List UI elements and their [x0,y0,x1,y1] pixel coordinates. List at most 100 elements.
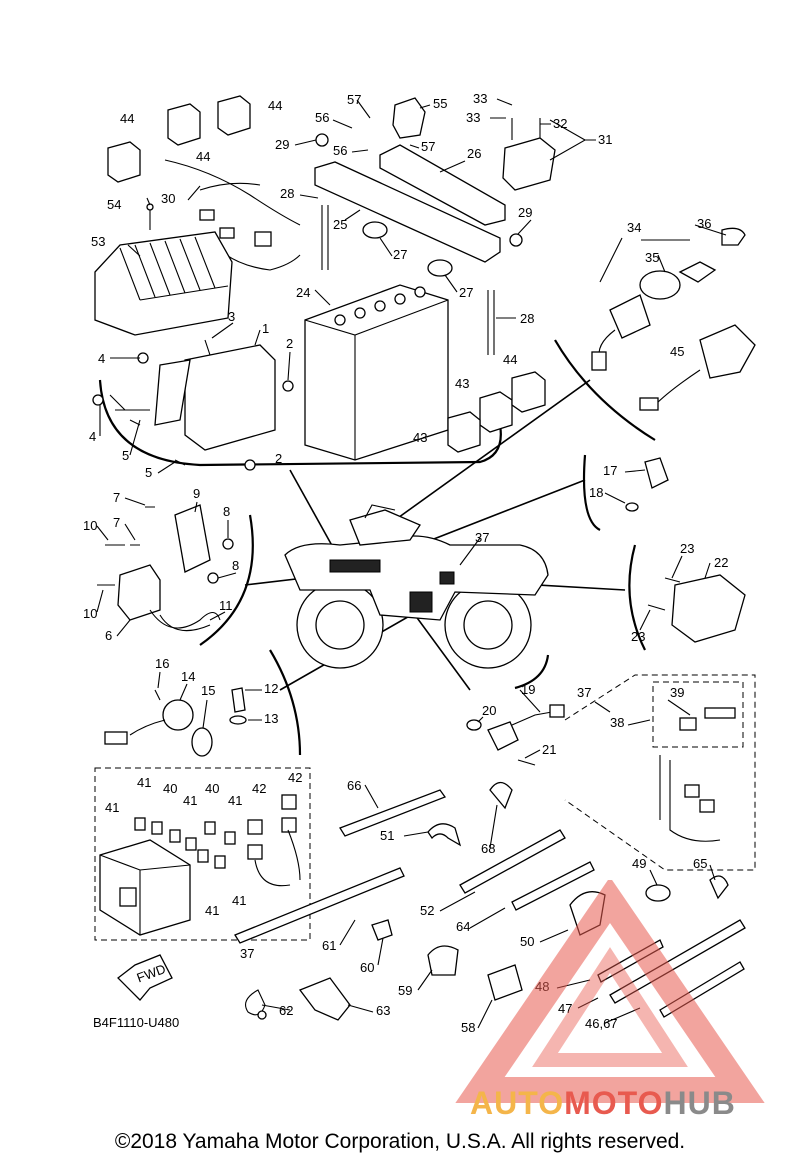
callout-60: 60 [360,960,374,975]
callout-28: 28 [520,311,534,326]
callout-48: 48 [535,979,549,994]
callout-44: 44 [196,149,210,164]
callout-5: 5 [122,448,129,463]
callout-47: 47 [558,1001,572,1016]
callout-30: 30 [161,191,175,206]
callout-28: 28 [280,186,294,201]
callout-10: 10 [83,606,97,621]
callout-16: 16 [155,656,169,671]
callout-19: 19 [521,682,535,697]
callout-29: 29 [275,137,289,152]
callout-68: 68 [481,841,495,856]
callout-9: 9 [193,486,200,501]
callout-56: 56 [333,143,347,158]
callout-14: 14 [181,669,195,684]
fuse-box-region [94,767,311,941]
callout-22: 22 [714,555,728,570]
callout-45: 45 [670,344,684,359]
callout-61: 61 [322,938,336,953]
callout-23: 23 [631,629,645,644]
drawing-code: B4F1110-U480 [93,1015,180,1030]
callout-3: 3 [228,309,235,324]
callout-52: 52 [420,903,434,918]
callout-34: 34 [627,220,641,235]
callout-7: 7 [113,515,120,530]
callout-41: 41 [137,775,151,790]
callout-65: 65 [693,856,707,871]
speed-sensor [466,704,565,766]
callout-66: 66 [347,778,361,793]
callout-41: 41 [228,793,242,808]
fuses [134,794,297,869]
bands-and-clamps [234,781,746,1021]
callout-29: 29 [518,205,532,220]
callout-43: 43 [455,376,469,391]
wiring-diagram: FWD 1 2 2 3 4 4 5 5 6 7 7 8 8 9 10 10 11… [83,91,756,1035]
callout-17: 17 [603,463,617,478]
callout-10: 10 [83,518,97,533]
callout-41: 41 [183,793,197,808]
callout-42: 42 [252,781,266,796]
callout-49: 49 [632,856,646,871]
callout-40: 40 [205,781,219,796]
callout-8: 8 [223,504,230,519]
callout-4: 4 [98,351,105,366]
misc-sensors [625,457,746,643]
callout-44: 44 [120,111,134,126]
ignition-coil-assembly [97,504,234,632]
callout-38: 38 [610,715,624,730]
callout-39: 39 [670,685,684,700]
callout-46-67: 46,67 [585,1016,618,1031]
callout-1: 1 [262,321,269,336]
callout-11: 11 [219,598,233,613]
callout-18: 18 [589,485,603,500]
callout-27: 27 [393,247,407,262]
sub-harness-box [564,674,756,871]
callout-37: 37 [577,685,591,700]
callout-31: 31 [598,132,612,147]
callout-41: 41 [232,893,246,908]
battery-assembly [304,97,556,461]
sensor-assembly [104,687,247,757]
leader-lines [96,98,727,1029]
callout-44: 44 [503,352,517,367]
callout-4: 4 [89,429,96,444]
fwd-arrow-icon: FWD [117,954,173,1001]
callout-6: 6 [105,628,112,643]
callout-35: 35 [645,250,659,265]
callout-37: 37 [475,530,489,545]
callout-23: 23 [680,541,694,556]
ecu-assembly [92,95,301,471]
callout-50: 50 [520,934,534,949]
callout-25: 25 [333,217,347,232]
callout-58: 58 [461,1020,475,1035]
callout-41: 41 [205,903,219,918]
callout-12: 12 [264,681,278,696]
callout-27: 27 [459,285,473,300]
callout-26: 26 [467,146,481,161]
callout-56: 56 [315,110,329,125]
callout-40: 40 [163,781,177,796]
callout-2: 2 [275,451,282,466]
callout-64: 64 [456,919,470,934]
callout-21: 21 [542,742,556,757]
callout-57: 57 [421,139,435,154]
callout-15: 15 [201,683,215,698]
callout-53: 53 [91,234,105,249]
callout-44: 44 [268,98,282,113]
callout-55: 55 [433,96,447,111]
callout-32: 32 [553,116,567,131]
callout-37: 37 [240,946,254,961]
callout-63: 63 [376,1003,390,1018]
callout-36: 36 [697,216,711,231]
callout-33: 33 [466,110,480,125]
callout-24: 24 [296,285,310,300]
callout-57: 57 [347,92,361,107]
callout-54: 54 [107,197,121,212]
callout-51: 51 [380,828,394,843]
callout-59: 59 [398,983,412,998]
callout-8: 8 [232,558,239,573]
callout-2: 2 [286,336,293,351]
callout-33: 33 [473,91,487,106]
callout-41: 41 [105,800,119,815]
